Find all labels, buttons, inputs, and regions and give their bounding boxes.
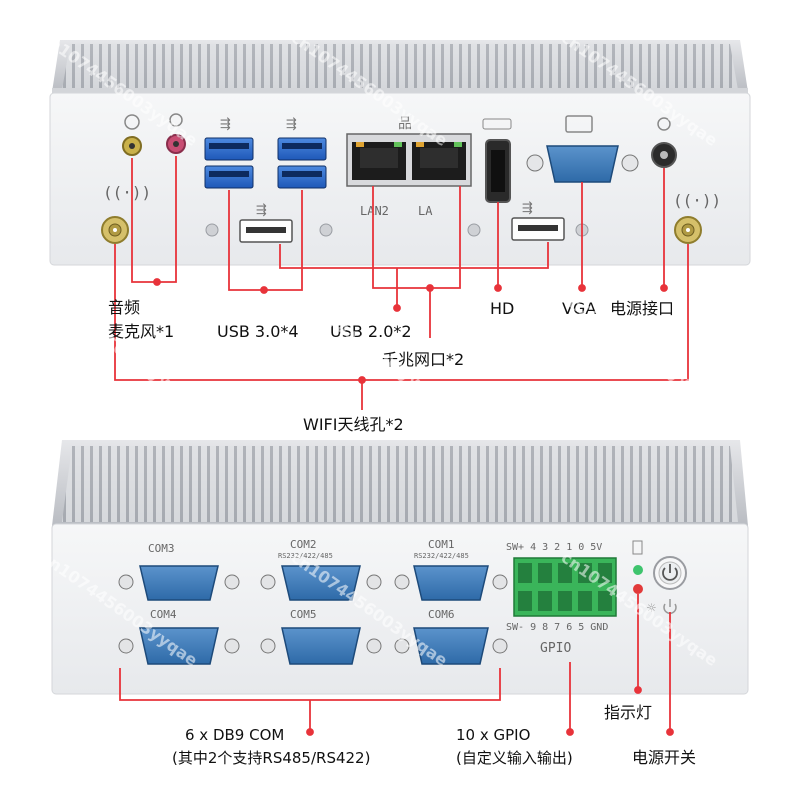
com3-label: COM3 bbox=[148, 542, 175, 555]
com-label: 6 x DB9 COM bbox=[185, 726, 284, 744]
sun-icon: ☼ bbox=[646, 601, 657, 615]
headphone-icon bbox=[124, 114, 140, 130]
hd-label: HD bbox=[490, 299, 514, 318]
top-callout-lines bbox=[114, 156, 689, 410]
gpio-title: GPIO bbox=[540, 641, 571, 656]
com1-sublabel: RS232/422/485 bbox=[414, 552, 469, 560]
bottom-callout-labels: 6 x DB9 COM (其中2个支持RS485/RS422) 10 x GPI… bbox=[172, 703, 696, 767]
monitor-icon bbox=[565, 115, 593, 133]
network-icon: 品 bbox=[398, 116, 412, 132]
microphone-icon bbox=[169, 113, 183, 127]
power-jack-label: 电源接口 bbox=[610, 299, 674, 318]
gigabit-lan-label: 千兆网口*2 bbox=[382, 350, 464, 369]
com2-port bbox=[260, 565, 382, 601]
bottom-device: COM3 COM2 RS232/422/485 COM1 RS232/422/4… bbox=[51, 440, 749, 695]
top-callout-labels: 音频 麦克风*1 USB 3.0*4 USB 2.0*2 HD VGA 电源接口… bbox=[108, 298, 674, 434]
usb-icon: ⇶ bbox=[220, 117, 231, 132]
lan-ports: 品 LAN2 LA bbox=[346, 116, 472, 218]
wifi-antenna-label: WIFI天线孔*2 bbox=[303, 415, 404, 434]
power-icon bbox=[657, 117, 671, 131]
usb2-ports: ⇶ ⇶ bbox=[239, 201, 565, 243]
gpio-terminal: SW+ 4 3 2 1 0 5V SW- 9 8 7 6 5 GND GPIO bbox=[506, 542, 617, 656]
top-device: ((·)) ((·)) ⇶ ⇶ ⇶ bbox=[49, 40, 751, 266]
led-red bbox=[633, 584, 643, 594]
audio-label: 音频 bbox=[108, 298, 140, 317]
com5-label: COM5 bbox=[290, 608, 317, 621]
power-button bbox=[653, 556, 687, 614]
com1-port bbox=[394, 565, 508, 601]
com2-label: COM2 bbox=[290, 538, 317, 551]
com4-label: COM4 bbox=[150, 608, 177, 621]
usb-icon: ⇶ bbox=[286, 117, 297, 132]
wifi-antenna-right: ((·)) bbox=[673, 191, 721, 244]
gpio-sublabel: (自定义输入输出) bbox=[456, 749, 573, 767]
gpio-label: 10 x GPIO bbox=[456, 726, 530, 744]
com6-port bbox=[394, 627, 508, 665]
led-green bbox=[633, 565, 643, 575]
com1-label: COM1 bbox=[428, 538, 455, 551]
power-jack bbox=[651, 117, 677, 168]
db9-ports bbox=[118, 565, 508, 665]
com3-port bbox=[118, 565, 240, 601]
indicator-leds: ☼ bbox=[632, 540, 657, 615]
audio-jacks bbox=[122, 113, 186, 156]
disk-icon bbox=[632, 540, 643, 555]
top-heatsink bbox=[52, 40, 748, 94]
vga-port bbox=[526, 115, 639, 183]
wifi-antenna-left: ((·)) bbox=[101, 183, 151, 244]
bottom-callout-lines bbox=[119, 594, 674, 736]
power-switch-label: 电源开关 bbox=[632, 748, 696, 767]
gpio-bottom-pinout: SW- 9 8 7 6 5 GND bbox=[506, 622, 608, 633]
com2-sublabel: RS232/422/485 bbox=[278, 552, 333, 560]
bottom-heatsink bbox=[52, 440, 748, 526]
com-sublabel: (其中2个支持RS485/RS422) bbox=[172, 749, 370, 767]
usb20-label: USB 2.0*2 bbox=[330, 322, 412, 341]
mic-label: 麦克风*1 bbox=[108, 322, 174, 341]
usb3-ports: ⇶ ⇶ bbox=[204, 117, 327, 189]
usb-icon: ⇶ bbox=[522, 201, 533, 216]
lan1-label: LA bbox=[418, 204, 433, 218]
wifi-icon: ((·)) bbox=[673, 191, 721, 210]
watermark-text: cn1074456003yyqae bbox=[288, 288, 452, 410]
usb-icon: ⇶ bbox=[256, 203, 267, 218]
com4-port bbox=[118, 627, 240, 665]
indicator-label: 指示灯 bbox=[604, 703, 652, 722]
com5-port bbox=[260, 627, 382, 665]
wifi-icon: ((·)) bbox=[103, 183, 151, 202]
vga-label: VGA bbox=[562, 299, 596, 318]
usb30-label: USB 3.0*4 bbox=[217, 322, 299, 341]
gpio-top-pinout: SW+ 4 3 2 1 0 5V bbox=[506, 542, 602, 553]
hdmi-icon bbox=[482, 118, 512, 130]
lan2-label: LAN2 bbox=[360, 204, 389, 218]
com6-label: COM6 bbox=[428, 608, 455, 621]
